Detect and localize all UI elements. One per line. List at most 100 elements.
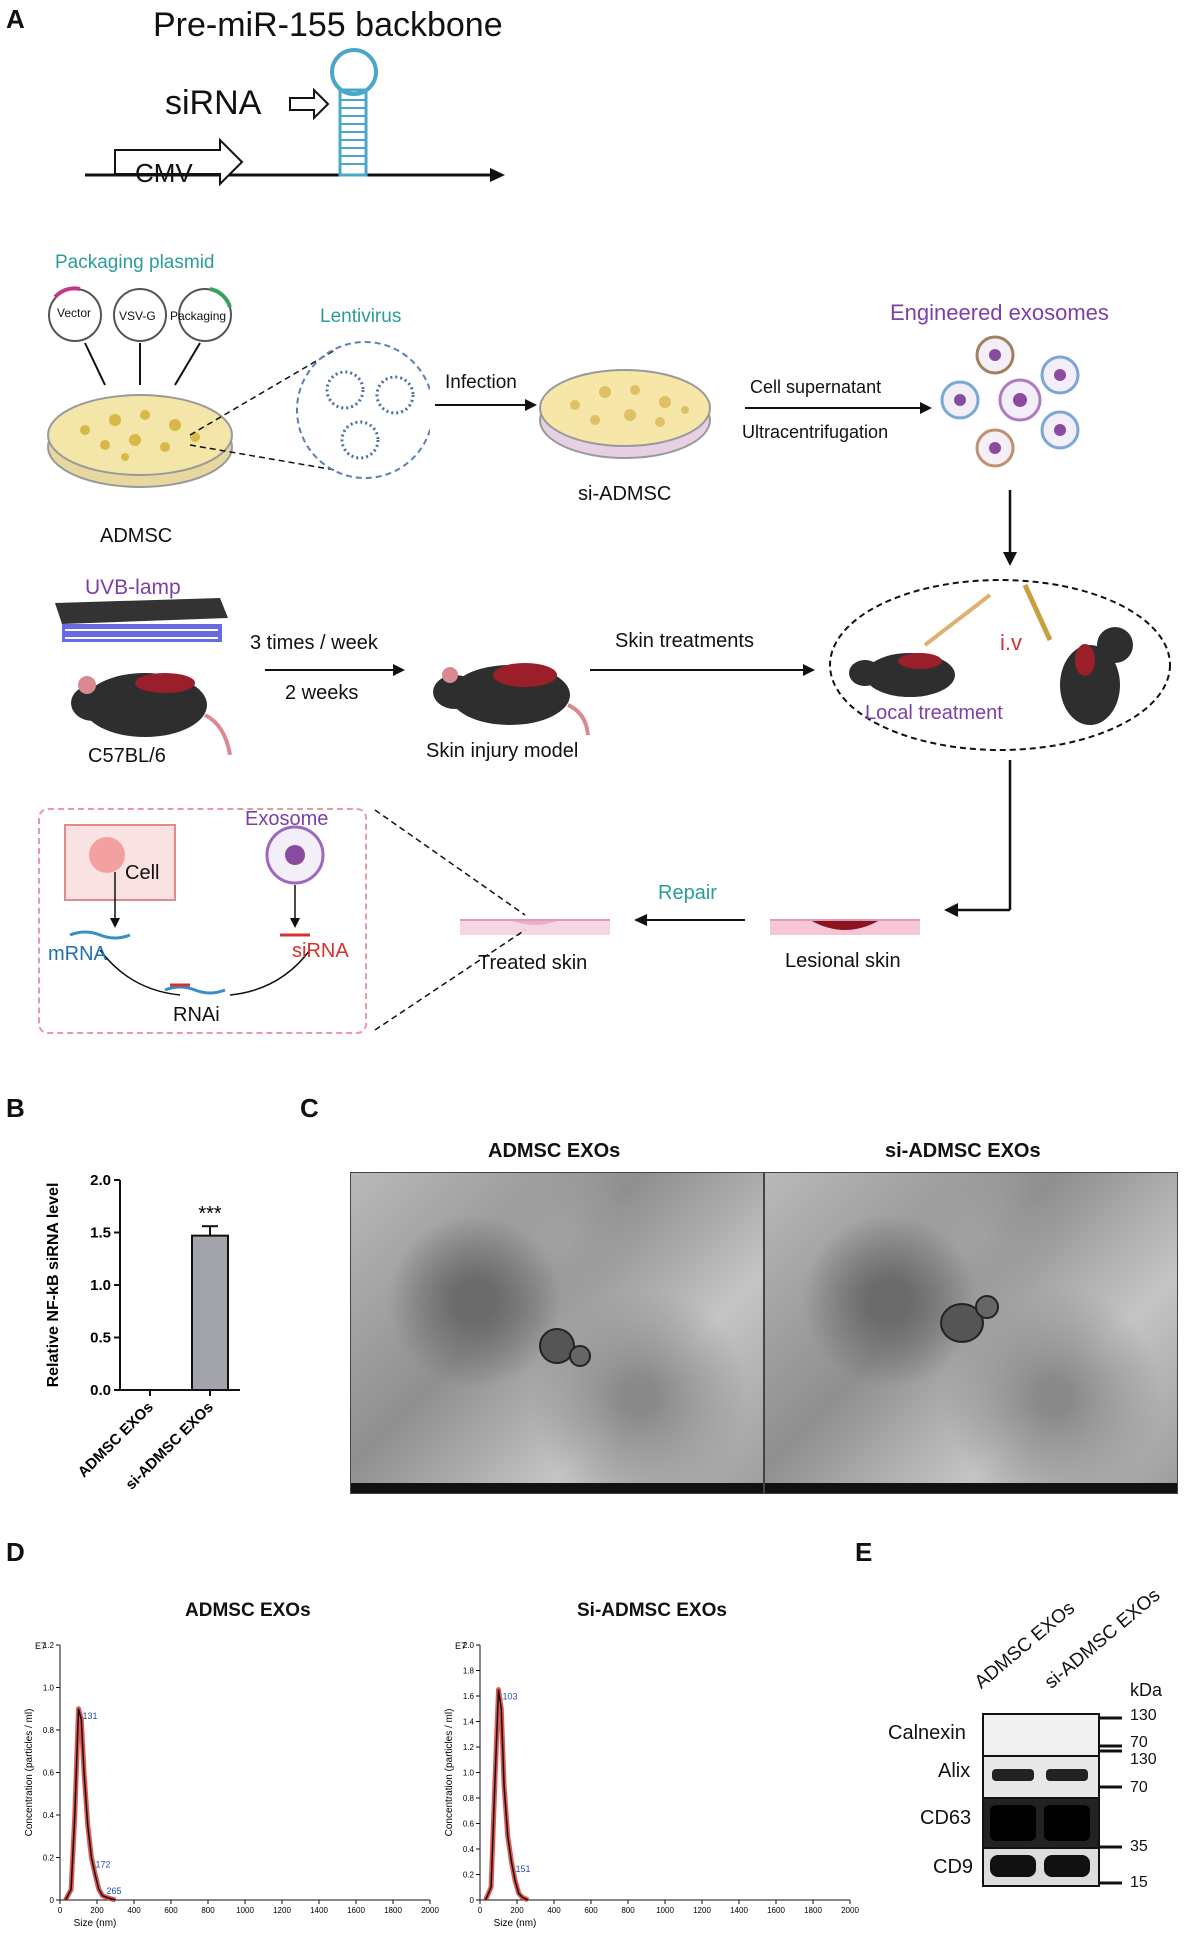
y-tick-label: 1.4 [463, 1718, 475, 1727]
y-tick-label: 0.2 [43, 1854, 55, 1863]
exosome-particle [975, 1295, 999, 1319]
x-tick-label: 1200 [693, 1906, 711, 1915]
nta-error-band [63, 1706, 117, 1903]
y-axis-label: Relative NF-kB siRNA level [45, 1183, 62, 1388]
y-tick-label: 0.6 [463, 1820, 475, 1829]
cell-label: Cell [125, 862, 160, 884]
cmv-label: CMV [135, 158, 193, 188]
y-tick-label: 0.5 [90, 1330, 111, 1347]
repair-arrow [634, 914, 745, 926]
x-tick-label: 200 [90, 1906, 104, 1915]
marker-130-b: 130 [1130, 1751, 1157, 1768]
y-tick-label: 0.8 [463, 1794, 475, 1803]
treated-skin-label: Treated skin [478, 952, 588, 974]
mouse-injury-icon [433, 663, 590, 736]
lentivirus-zoom [189, 341, 430, 479]
peak-label: 131 [83, 1711, 98, 1721]
ultracentrifugation-label: Ultracentrifugation [742, 422, 889, 442]
x-tick-label: 400 [547, 1906, 561, 1915]
iv-label: i.v [1000, 630, 1022, 655]
panel-letter-a: A [6, 4, 25, 34]
y-tick-label: 1.2 [43, 1641, 55, 1650]
x-tick-label: 1600 [767, 1906, 785, 1915]
cell-supernatant-label: Cell supernatant [750, 377, 882, 397]
exosome-label: Exosome [245, 808, 329, 830]
sirna-insert-label: siRNA [165, 84, 262, 122]
x-tick-label: 2000 [841, 1906, 859, 1915]
y-tick-label: 0.4 [463, 1845, 475, 1854]
treated-skin-icon [460, 919, 610, 935]
x-tick-label: 1400 [310, 1906, 328, 1915]
y-tick-label: 0 [50, 1896, 55, 1905]
tem-image-admsc [350, 1172, 764, 1494]
peak-label: 172 [95, 1860, 110, 1870]
y-tick-label: 0.4 [43, 1811, 55, 1820]
mouse-strain-label: C57BL/6 [88, 745, 166, 767]
tem-title-admsc: ADMSC EXOs [488, 1140, 621, 1162]
y-tick-label: 0 [470, 1896, 475, 1905]
engineered-exosomes-label: Engineered exosomes [890, 300, 1109, 325]
rnai-zoom-lines [374, 809, 526, 1031]
si-admsc-label: si-ADMSC [578, 483, 672, 505]
marker-35: 35 [1130, 1838, 1148, 1855]
mrna-label: mRNA [48, 943, 107, 965]
admsc-label: ADMSC [100, 525, 173, 547]
plasmid-icons [48, 286, 232, 386]
wb-band [1046, 1769, 1088, 1781]
skin-injury-model-label: Skin injury model [426, 740, 579, 762]
uvb-lamp-label: UVB-lamp [85, 576, 181, 599]
down-arrow-to-treatment [1003, 490, 1017, 566]
nta-title-admsc: ADMSC EXOs [185, 1600, 311, 1621]
x-tick-label: 1000 [656, 1906, 674, 1915]
y-tick-label: 0.0 [90, 1382, 111, 1399]
x-tick-label: 200 [510, 1906, 524, 1915]
wb-row-alix: Alix [938, 1760, 971, 1782]
wb-row-cd9: CD9 [933, 1856, 974, 1878]
repair-label: Repair [658, 882, 717, 904]
tem-title-si-admsc: si-ADMSC EXOs [885, 1140, 1041, 1162]
peak-label: 151 [515, 1864, 530, 1874]
mouse-c57-icon [71, 673, 232, 755]
nta-line [484, 1689, 529, 1901]
y-tick-label: 0.6 [43, 1769, 55, 1778]
marker-70-b: 70 [1130, 1779, 1148, 1796]
sirna-label: siRNA [292, 940, 349, 962]
x-tick-label: 1200 [273, 1906, 291, 1915]
x-tick-label: 600 [164, 1906, 178, 1915]
skin-treatments-label: Skin treatments [615, 630, 754, 652]
x-tick-label: 600 [584, 1906, 598, 1915]
y-tick-label: 1.0 [43, 1684, 55, 1693]
y-tick-label: 1.8 [463, 1667, 475, 1676]
x-tick-label: 1400 [730, 1906, 748, 1915]
y-tick-label: 1.2 [463, 1743, 475, 1752]
y-axis-label: Concentration (particles / ml) [24, 1709, 35, 1837]
y-tick-label: 2.0 [463, 1641, 475, 1650]
x-tick-label: 1600 [347, 1906, 365, 1915]
wb-row-calnexin: Calnexin [888, 1722, 966, 1744]
si-admsc-dish [539, 369, 711, 459]
exponent-label: E7 [455, 1641, 466, 1651]
marker-70-a: 70 [1130, 1734, 1148, 1751]
panel-letter-d: D [6, 1537, 25, 1567]
marker-15: 15 [1130, 1874, 1148, 1891]
x-tick-label: 2000 [421, 1906, 439, 1915]
uvb-arrow [265, 664, 405, 676]
infection-arrow [435, 399, 537, 411]
y-tick-label: 1.0 [463, 1769, 475, 1778]
panel-letter-b: B [6, 1093, 25, 1123]
exosome-cluster [940, 335, 1080, 468]
plasmid-vsvg: VSV-G [119, 309, 156, 323]
marker-130-a: 130 [1130, 1707, 1157, 1724]
local-treatment-label: Local treatment [865, 702, 1003, 724]
duration-label: 2 weeks [285, 682, 359, 704]
x-tick-label: 800 [201, 1906, 215, 1915]
backbone-title: Pre-miR-155 backbone [153, 6, 503, 44]
packaging-plasmid-label: Packaging plasmid [55, 252, 215, 273]
significance-label: *** [198, 1203, 222, 1225]
plasmid-packaging: Packaging [170, 309, 227, 323]
bar [191, 1234, 229, 1392]
kda-label: kDa [1130, 1680, 1163, 1700]
admsc-dish [47, 394, 233, 488]
